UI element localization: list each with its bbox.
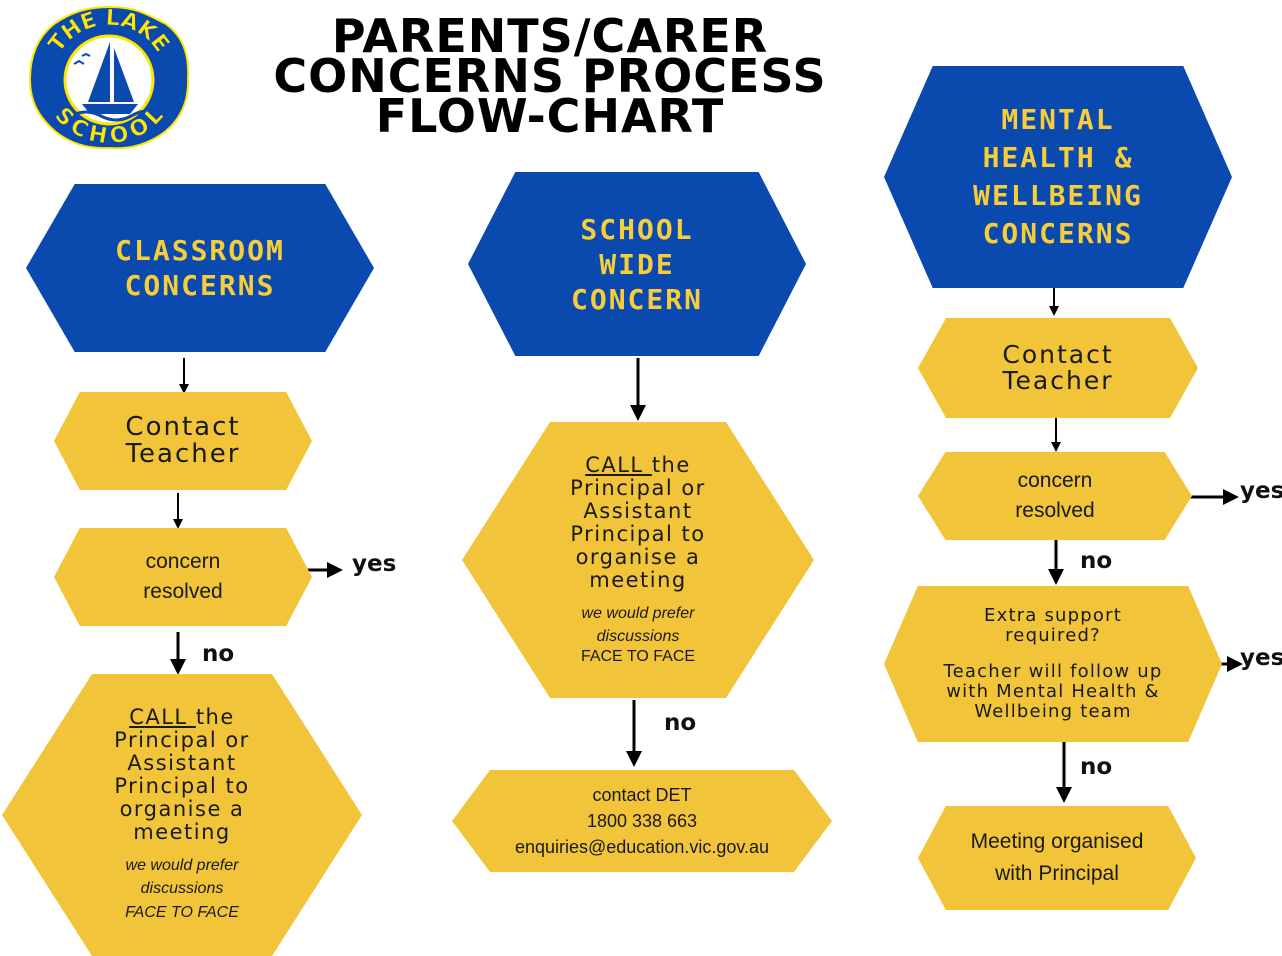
classroom-no-label: no: [202, 641, 235, 667]
det-email: enquiries@education.vic.gov.au: [514, 837, 770, 857]
page-title: PARENTS/CARER CONCERNS PROCESS FLOW-CHAR…: [210, 9, 890, 143]
wellbeing-header-label: MENTAL HEALTH & WELLBEING CONCERNS: [973, 103, 1143, 250]
teacher-follow-up-text: Teacher will follow up with Mental Healt…: [943, 661, 1163, 722]
wellbeing-yes-label-2: yes: [1240, 645, 1282, 671]
classroom-note-3: FACE TO FACE: [125, 903, 239, 921]
wellbeing-contact-teacher: Contact Teacher: [918, 318, 1198, 418]
classroom-yes-label: yes: [352, 551, 397, 577]
det-line-2: 1800 338 663: [586, 811, 698, 831]
classroom-call-underlined: CALL: [129, 705, 196, 730]
meeting-organised-label: Meeting organised with Principal: [970, 830, 1144, 885]
extra-support-box: Extra support required? Teacher will fol…: [884, 586, 1222, 742]
school-call-principal: CALL the Principal or Assistant Principa…: [462, 422, 814, 698]
wellbeing-yes-label-1: yes: [1240, 478, 1282, 504]
classroom-note-1: we would prefer: [125, 857, 239, 875]
classroom-call-text: CALL the Principal or Assistant Principa…: [114, 706, 250, 844]
classroom-call-principal: CALL the Principal or Assistant Principa…: [2, 674, 362, 956]
wellbeing-concerns-header: MENTAL HEALTH & WELLBEING CONCERNS: [884, 66, 1232, 288]
title-line-2: CONCERNS PROCESS: [273, 49, 827, 103]
wellbeing-contact-label: Contact Teacher: [1002, 339, 1114, 395]
school-no-label: no: [664, 710, 697, 736]
school-wide-concern-header: SCHOOL WIDE CONCERN: [468, 172, 806, 356]
school-header-label: SCHOOL WIDE CONCERN: [570, 212, 703, 316]
extra-support-question: Extra support required?: [984, 605, 1122, 646]
wellbeing-concern-resolved: concern resolved: [918, 452, 1192, 540]
classroom-note-2: discussions: [140, 880, 224, 898]
title-line-1: PARENTS/CARER: [331, 9, 769, 63]
classroom-header-label: CLASSROOM CONCERNS: [115, 234, 285, 302]
school-call-text: CALL the Principal or Assistant Principa…: [570, 452, 706, 592]
school-call-underlined: CALL: [585, 452, 652, 477]
wellbeing-no-label-2: no: [1080, 754, 1113, 780]
wellbeing-resolved-label: concern resolved: [1015, 469, 1095, 522]
school-note-2: discussions: [596, 628, 680, 645]
classroom-contact-label: Contact Teacher: [125, 411, 241, 469]
contact-det-box: contact DET 1800 338 663 enquiries@educa…: [452, 770, 832, 872]
classroom-concerns-header: CLASSROOM CONCERNS: [26, 184, 374, 352]
classroom-contact-teacher: Contact Teacher: [54, 392, 312, 490]
school-logo: THE LAKE SCHOOL: [26, 4, 192, 150]
school-note-3: FACE TO FACE: [580, 648, 696, 666]
meeting-organised-box: Meeting organised with Principal: [918, 806, 1196, 910]
det-line-1: contact DET: [592, 785, 692, 805]
title-line-3: FLOW-CHART: [375, 89, 725, 143]
classroom-resolved-label: concern resolved: [143, 550, 223, 603]
wellbeing-no-label-1: no: [1080, 548, 1113, 574]
school-call-rest: the Principal or Assistant Principal to …: [570, 452, 706, 592]
classroom-call-rest: the Principal or Assistant Principal to …: [114, 705, 250, 845]
school-note-1: we would prefer: [581, 604, 695, 622]
classroom-concern-resolved: concern resolved: [54, 528, 312, 626]
